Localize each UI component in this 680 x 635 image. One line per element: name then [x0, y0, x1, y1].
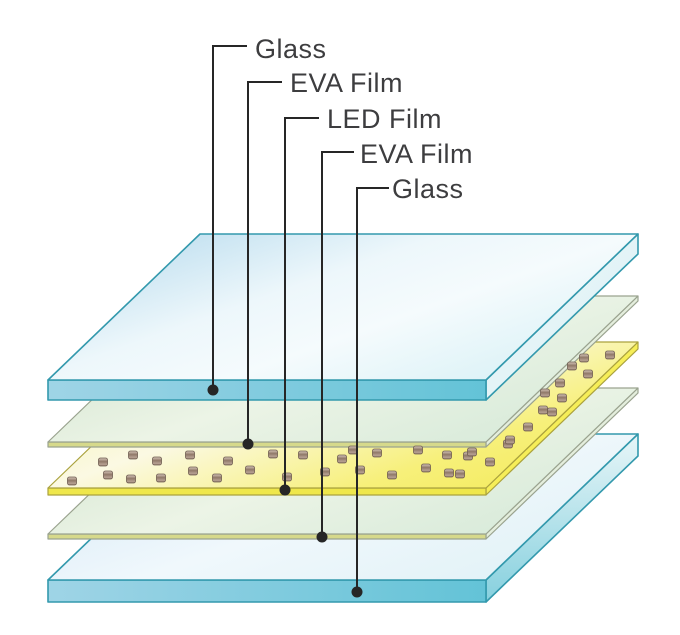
led-chip	[505, 435, 515, 445]
led-chip	[245, 465, 255, 475]
label-eva-film-upper: EVA Film	[290, 68, 403, 98]
led-chip	[282, 472, 292, 482]
led-chip	[523, 422, 533, 432]
led-chip	[152, 456, 162, 466]
leader-lines	[207, 45, 389, 598]
led-chip	[444, 468, 454, 478]
layer-glass-top	[47, 233, 639, 401]
led-chip	[567, 361, 577, 371]
led-chip	[485, 457, 495, 467]
led-chip	[298, 450, 308, 460]
led-chip	[442, 450, 452, 460]
label-led-film: LED Film	[327, 104, 442, 134]
led-chip	[268, 449, 278, 459]
led-chip	[605, 350, 615, 360]
leader-dot-eva-film-lower	[316, 531, 328, 543]
led-chip	[557, 393, 567, 403]
leader-dot-led-film	[279, 484, 291, 496]
leader-dot-glass-top	[207, 384, 219, 396]
led-chip	[538, 405, 548, 415]
label-eva-film-lower: EVA Film	[360, 139, 473, 169]
leader-line-eva-film-lower	[321, 151, 354, 537]
led-chip	[337, 454, 347, 464]
led-chip	[555, 378, 565, 388]
led-chip	[413, 445, 423, 455]
led-chip	[126, 474, 136, 484]
led-chip	[421, 463, 431, 473]
led-chip	[467, 447, 477, 457]
led-chip	[223, 456, 233, 466]
eva-film-lower-front-face	[47, 533, 487, 540]
glass-top-top-face	[47, 233, 639, 381]
glass-bottom-front-face	[47, 579, 487, 603]
led-chip	[547, 407, 557, 417]
led-chip	[128, 450, 138, 460]
led-chip	[156, 473, 166, 483]
led-chip	[212, 473, 222, 483]
led-chip	[583, 369, 593, 379]
led-film-front-face	[47, 487, 487, 496]
layer-labels: Glass EVA Film LED Film EVA Film Glass	[255, 34, 473, 204]
label-glass-bottom: Glass	[392, 174, 464, 204]
glass-top-front-face	[47, 379, 487, 401]
leader-line-led-film	[284, 117, 319, 490]
label-glass-top: Glass	[255, 34, 327, 64]
led-chip	[185, 450, 195, 460]
led-chip	[103, 470, 113, 480]
led-chip	[372, 448, 382, 458]
led-chip	[455, 469, 465, 479]
led-chip	[387, 470, 397, 480]
led-chip	[98, 457, 108, 467]
leader-line-glass-bottom	[356, 187, 389, 592]
led-chip	[540, 388, 550, 398]
leader-line-eva-film-upper	[247, 81, 282, 444]
led-chips	[67, 350, 615, 486]
leader-dot-eva-film-upper	[242, 438, 254, 450]
led-chip	[67, 476, 77, 486]
led-chip	[579, 353, 589, 363]
led-chip	[188, 466, 198, 476]
leader-dot-glass-bottom	[351, 586, 363, 598]
leader-line-glass-top	[212, 45, 247, 390]
layer-stack	[47, 233, 639, 603]
